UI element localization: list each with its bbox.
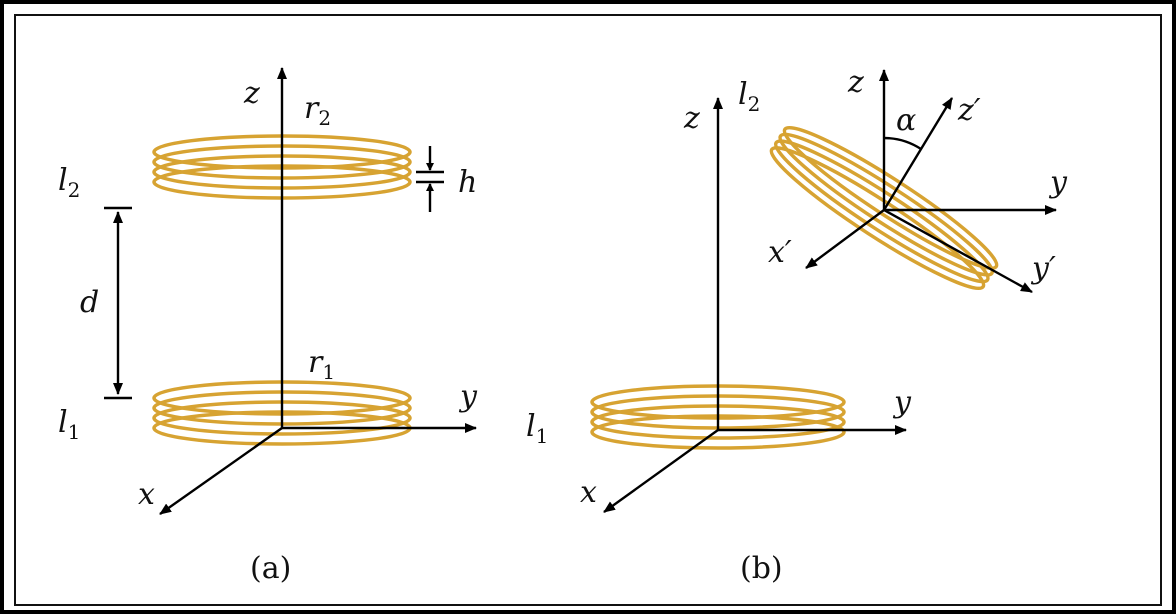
z-label-a: z (243, 76, 260, 111)
z-label-b: z (683, 101, 700, 136)
caption-a: (a) (250, 551, 291, 586)
x-axis-a (159, 427, 283, 515)
x-label-b: x (580, 475, 597, 510)
y-label-b: y (892, 385, 912, 420)
l2-label-a: l2 (58, 163, 80, 202)
local-zp-axis (882, 97, 954, 211)
local-yp-axis (883, 208, 1033, 294)
caption-b: (b) (740, 551, 783, 586)
local-yp-label: y′ (1030, 251, 1056, 286)
figure-border (14, 14, 1162, 606)
panel-a: z y x r2 r1 l2 l1 d h (a) (58, 67, 478, 586)
local-xp-axis (805, 209, 885, 269)
local-xp-label: x′ (768, 235, 792, 270)
height-marker (416, 146, 444, 212)
r2-label: r2 (304, 91, 331, 130)
l1-label-a: l1 (58, 405, 80, 444)
panel-b: z y x l2 l1 z y z′ y′ x′ α (b) (526, 65, 1068, 586)
distance-label: d (80, 285, 99, 320)
local-zp-label: z′ (957, 93, 981, 128)
l1-label-b: l1 (526, 409, 548, 448)
r1-label: r1 (308, 345, 335, 384)
height-label: h (458, 165, 477, 200)
angle-label: α (896, 103, 916, 138)
x-axis-b (603, 429, 719, 513)
y-label-a: y (458, 379, 478, 414)
angle-arc (883, 136, 922, 151)
local-y-label: y (1048, 165, 1068, 200)
local-z-label: z (847, 65, 864, 100)
x-label-a: x (138, 477, 155, 512)
l2-label-b: l2 (738, 77, 760, 116)
